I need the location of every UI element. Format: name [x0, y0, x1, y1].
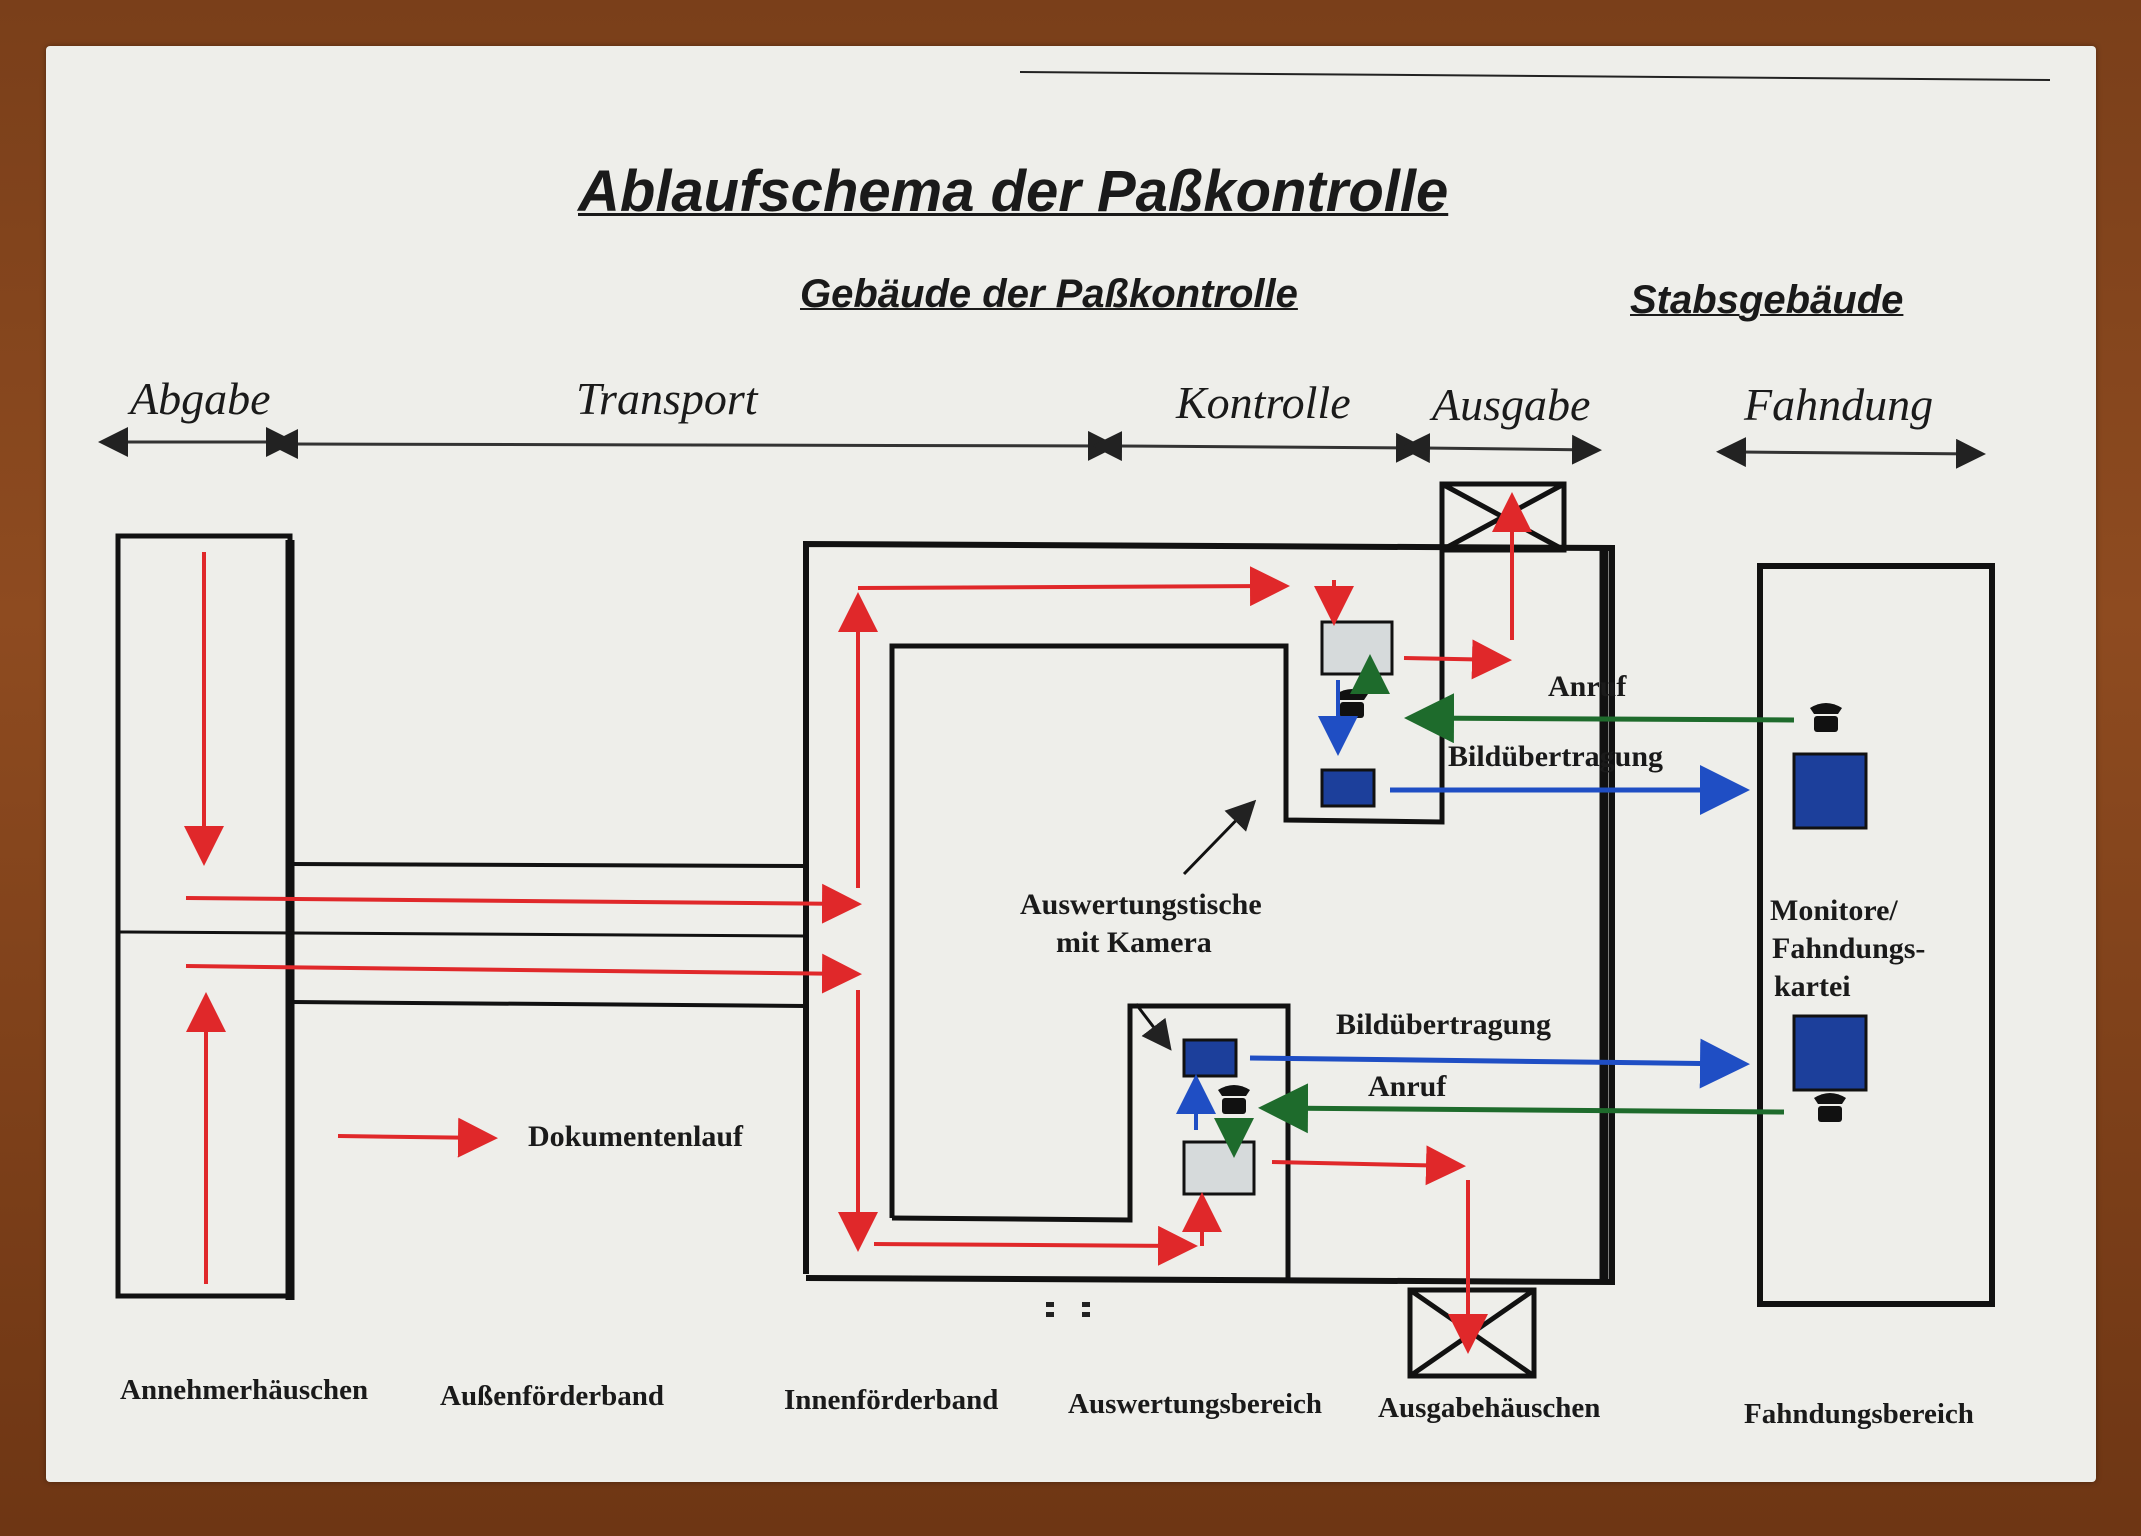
call-arrows — [1258, 693, 1795, 1134]
transport-span — [268, 429, 1118, 461]
phase-transport: Transport — [576, 373, 758, 424]
label-bilduebertragung-bottom: Bildübertragung — [1336, 1008, 1552, 1041]
area-aussenfoerderband: Außenförderband — [440, 1380, 664, 1412]
label-anruf-bottom: Anruf — [1368, 1070, 1447, 1103]
telephone-icon — [1814, 1093, 1846, 1122]
phase-abgabe: Abgabe — [130, 373, 271, 424]
phase-kontrolle: Kontrolle — [1176, 377, 1351, 428]
document-flow-arrows — [184, 492, 1532, 1354]
label-bilduebertragung-top: Bildübertragung — [1448, 740, 1664, 773]
innenfoerderband — [803, 540, 1615, 1286]
camera-top — [1320, 768, 1376, 808]
diagram-card — [46, 46, 2096, 1482]
annehmerhaeuschen — [115, 533, 805, 1300]
fahndung-span — [1716, 437, 1986, 469]
page-title: Ablaufschema der Paßkontrolle — [578, 159, 1449, 224]
label-anruf-top: Anruf — [1548, 670, 1627, 703]
telephone-icon — [1218, 1085, 1250, 1114]
small-marks — [1046, 1302, 1090, 1317]
camera-bottom — [1182, 1038, 1238, 1078]
phase-ausgabe: Ausgabe — [1432, 379, 1591, 430]
area-fahndungsbereich: Fahndungsbereich — [1744, 1398, 1974, 1430]
fahndungsgebaeude — [1757, 563, 1995, 1307]
area-ausgabehaeuschen: Ausgabehäuschen — [1378, 1392, 1601, 1424]
label-mit-kamera: mit Kamera — [1056, 926, 1212, 959]
label-monitore: Monitore/ — [1770, 894, 1898, 927]
label-kartei: kartei — [1774, 970, 1851, 1003]
label-auswertungstische: Auswertungstische — [1020, 888, 1262, 921]
telephone-icons — [1218, 689, 1846, 1122]
area-innenfoerderband: Innenförderband — [784, 1384, 999, 1416]
phase-fahndung: Fahndung — [1744, 379, 1934, 430]
desk-top — [1320, 620, 1394, 676]
ausgabe-booths — [1407, 481, 1567, 1379]
label-fahndungs: Fahndungs- — [1772, 932, 1926, 965]
desk-bottom — [1182, 1140, 1256, 1196]
top-rule — [1019, 71, 2051, 81]
building-passkontrolle: Gebäude der Paßkontrolle — [800, 272, 1298, 316]
pointer-arrows — [1134, 799, 1257, 1051]
aussenfoerderband — [291, 862, 807, 1008]
legend-arrow — [337, 1117, 498, 1158]
ausgabe-span — [1400, 433, 1602, 465]
phase-arrows — [98, 427, 1986, 469]
kontrolle-span — [1092, 431, 1426, 463]
desk-flow-arrows — [1176, 654, 1390, 1158]
telephone-icon — [1810, 703, 1842, 732]
area-annehmerhaeuschen: Annehmerhäuschen — [120, 1374, 369, 1406]
building-stab: Stabsgebäude — [1630, 278, 1904, 322]
monitor-top — [1792, 752, 1868, 830]
image-transfer-arrows — [1249, 765, 1750, 1089]
legend-dokumentenlauf: Dokumentenlauf — [528, 1120, 744, 1153]
area-auswertungsbereich: Auswertungsbereich — [1068, 1388, 1323, 1420]
telephone-icon — [1336, 689, 1368, 718]
monitor-bottom — [1792, 1014, 1868, 1092]
